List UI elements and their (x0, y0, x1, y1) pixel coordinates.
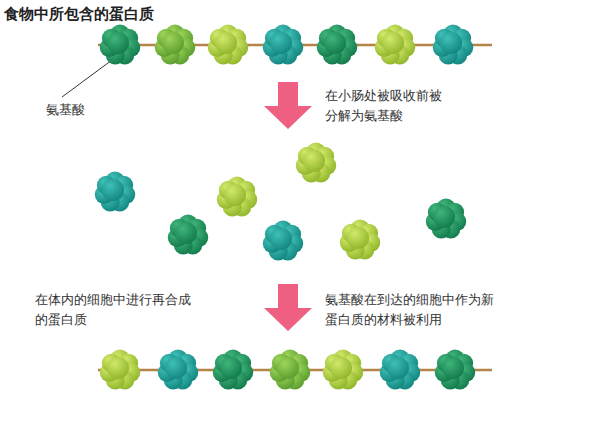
step-note: 氨基酸在到达的细胞中作为新 蛋白质的材料被利用 (325, 290, 499, 330)
amino-acid-core (107, 32, 129, 54)
amino-acid-core (387, 357, 409, 379)
step-note: 在体内的细胞中进行再合成 的蛋白质 (35, 290, 196, 330)
down-arrow (264, 82, 312, 129)
amino-acid-core (175, 222, 197, 244)
amino-acid-core (224, 184, 246, 206)
amino-acid (213, 350, 253, 390)
amino-acid (168, 215, 208, 255)
amino-acid-core (270, 228, 292, 250)
amino-acid (317, 25, 357, 65)
amino-acid (263, 221, 303, 261)
down-arrow (264, 284, 312, 331)
amino-acid-core (382, 32, 404, 54)
amino-acid (155, 25, 195, 65)
amino-acid-core (107, 357, 129, 379)
step-note: 在小肠处被吸收前被 分解为氨基酸 (325, 86, 447, 126)
amino-acid (100, 25, 140, 65)
part-label: 氨基酸 (46, 100, 85, 120)
amino-acid (433, 25, 473, 65)
amino-acid (208, 25, 248, 65)
amino-acid-core (440, 32, 462, 54)
amino-acid-core (347, 227, 369, 249)
amino-acid-core (162, 32, 184, 54)
amino-acid-core (102, 179, 124, 201)
amino-acid (100, 350, 140, 390)
amino-acid-core (220, 357, 242, 379)
amino-acid (296, 143, 336, 183)
amino-acid-core (433, 206, 455, 228)
amino-acid (340, 220, 380, 260)
diagram-title: 食物中所包含的蛋白质 (4, 3, 154, 26)
amino-acid-core (330, 357, 352, 379)
amino-acid (263, 25, 303, 65)
amino-acid (270, 350, 310, 390)
leader-line (62, 60, 112, 97)
amino-acid (323, 350, 363, 390)
amino-acid-core (270, 32, 292, 54)
amino-acid (217, 177, 257, 217)
amino-acid-core (215, 32, 237, 54)
amino-acid-core (442, 357, 464, 379)
amino-acid (435, 350, 475, 390)
amino-acid (426, 199, 466, 239)
amino-acid (375, 25, 415, 65)
amino-acid (380, 350, 420, 390)
amino-acid (158, 350, 198, 390)
amino-acid (95, 172, 135, 212)
amino-acid-core (277, 357, 299, 379)
amino-acid-core (324, 32, 346, 54)
amino-acid-core (165, 357, 187, 379)
amino-acid-core (303, 150, 325, 172)
